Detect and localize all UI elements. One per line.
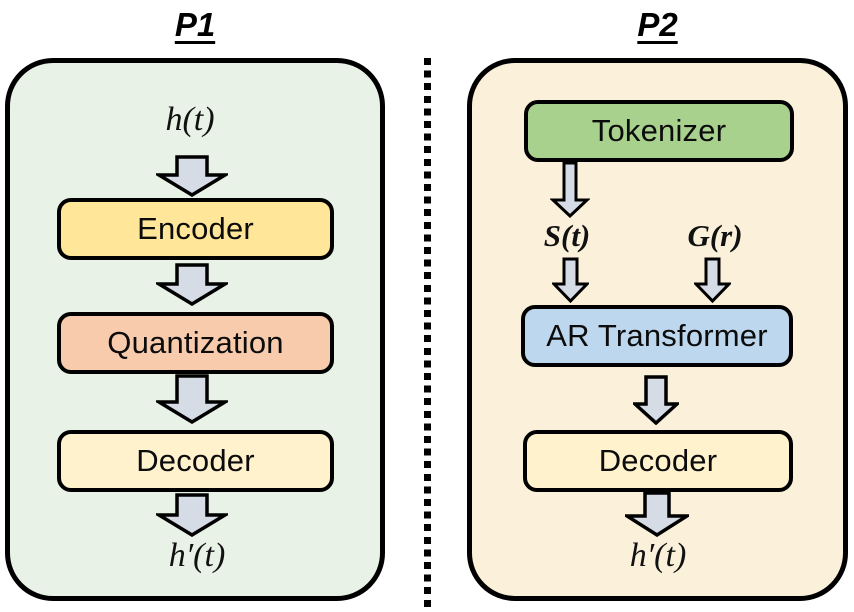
- encoder-block: Encoder: [57, 198, 334, 260]
- global-tokens-label: G(r): [687, 218, 743, 253]
- p1-decoder-block: Decoder: [57, 430, 334, 492]
- down-arrow-icon: [156, 493, 228, 537]
- panel-p2-title: P2: [637, 6, 678, 43]
- quantization-block-label: Quantization: [107, 325, 284, 360]
- down-arrow-icon: [633, 375, 679, 425]
- tokenizer-block: Tokenizer: [524, 100, 794, 162]
- p1-input-label: h(t): [165, 101, 215, 138]
- p2-output-label: h′(t): [629, 537, 687, 574]
- down-arrow-icon: [156, 374, 228, 424]
- panel-p1-title: P1: [174, 6, 216, 43]
- down-arrow-icon: [625, 491, 689, 537]
- p1-decoder-block-label: Decoder: [136, 443, 255, 478]
- p2-decoder-block: Decoder: [523, 430, 793, 492]
- down-arrow-icon: [156, 263, 228, 306]
- tokenizer-block-label: Tokenizer: [591, 113, 727, 148]
- down-arrow-icon: [552, 257, 589, 303]
- encoder-block-label: Encoder: [137, 211, 254, 246]
- semantic-tokens-label: S(t): [543, 218, 591, 253]
- ar-transformer-block-label: AR Transformer: [546, 318, 768, 353]
- down-arrow-icon: [694, 257, 731, 303]
- p2-decoder-block-label: Decoder: [598, 443, 718, 478]
- dotted-divider: [424, 58, 431, 608]
- down-arrow-icon: [550, 161, 590, 218]
- quantization-block: Quantization: [57, 312, 334, 374]
- p1-output-label: h′(t): [168, 537, 226, 574]
- down-arrow-icon: [156, 155, 228, 197]
- ar-transformer-block: AR Transformer: [521, 305, 793, 367]
